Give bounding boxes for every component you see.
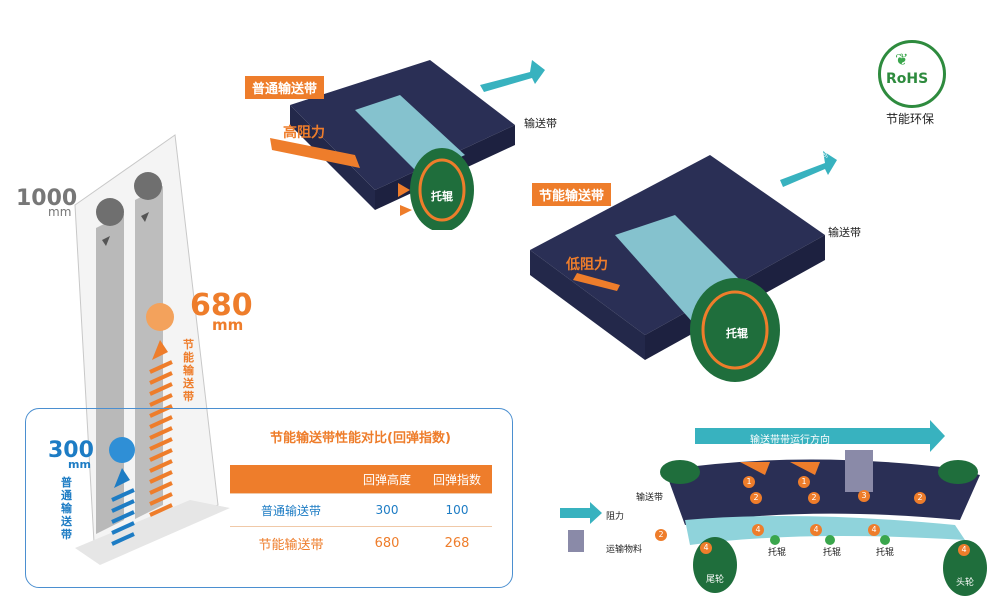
direction-arrow: [780, 151, 837, 187]
energy-belt-label: 输送带: [828, 226, 861, 239]
table-header: [230, 465, 352, 494]
legend-material-icon: [568, 530, 584, 552]
normal-column-label: 普通输送带: [61, 476, 72, 541]
table-cell: 普通输送带: [230, 493, 352, 527]
table-row: 普通输送带 300 100: [230, 493, 492, 527]
energy-roller-label: 托辊: [726, 327, 748, 340]
idler-label: 托辊: [876, 548, 895, 558]
marker: 2: [750, 492, 762, 504]
ball-drop-2: [134, 172, 162, 200]
marker: 4: [810, 524, 822, 536]
idler-label: 托辊: [768, 548, 787, 558]
system-direction-arrow: [695, 420, 945, 452]
rohs-label: 节能环保: [886, 112, 935, 126]
marker: 4: [700, 542, 712, 554]
table-cell: 680: [352, 526, 422, 559]
legend-resistance-label: 阻力: [606, 512, 625, 522]
ball-drop-1: [96, 198, 124, 226]
energy-height-unit: mm: [212, 316, 244, 334]
marker: 2: [655, 529, 667, 541]
resistance-arrow: [573, 273, 620, 291]
marker: 4: [752, 524, 764, 536]
table-cell: 节能输送带: [230, 526, 352, 559]
table-cell: 268: [422, 526, 492, 559]
leaf-icon: ❦: [895, 50, 909, 69]
system-direction-label: 输送带带运行方向: [750, 435, 830, 446]
energy-belt-graphic: [530, 151, 837, 382]
comparison-box: [25, 408, 513, 588]
system-belt-label: 输送带: [636, 493, 664, 503]
marker: 2: [808, 492, 820, 504]
legend-material-label: 运输物料: [606, 545, 643, 555]
table-row: 节能输送带 680 268: [230, 526, 492, 559]
legend-arrow: [560, 502, 602, 524]
low-resistance-label: 低阻力: [566, 257, 608, 273]
normal-belt-graphic: [270, 60, 545, 230]
high-resistance-label: 高阻力: [283, 125, 325, 141]
max-height-unit: mm: [48, 205, 72, 219]
marker: 1: [798, 476, 810, 488]
energy-ball: [146, 303, 174, 331]
resistance-arrow: [270, 138, 360, 168]
comparison-table: 回弹高度 回弹指数 普通输送带 300 100 节能输送带 680 268: [230, 465, 492, 559]
head-pulley-label: 头轮: [956, 578, 975, 588]
normal-height-value: 300: [48, 438, 94, 463]
comparison-title: 节能输送带性能对比(回弹指数): [270, 431, 451, 446]
energy-column-label: 节能输送带: [183, 338, 194, 403]
marker: 3: [858, 490, 870, 502]
marker: 2: [914, 492, 926, 504]
table-cell: 100: [422, 493, 492, 527]
max-height-value: 1000: [16, 186, 78, 211]
normal-height-unit: mm: [68, 458, 91, 471]
material-block: [845, 450, 873, 492]
marker: 4: [958, 544, 970, 556]
head-pulley: [943, 540, 987, 596]
table-cell: 300: [352, 493, 422, 527]
energy-height-value: 680: [190, 288, 253, 323]
rohs-logo: ❦ RoHS: [878, 40, 946, 108]
marker: 4: [868, 524, 880, 536]
normal-roller-label: 托辊: [431, 190, 453, 203]
marker: 1: [743, 476, 755, 488]
table-header-row: 回弹高度 回弹指数: [230, 465, 492, 494]
table-header: 回弹高度: [352, 465, 422, 494]
idler-label: 托辊: [823, 548, 842, 558]
table-header: 回弹指数: [422, 465, 492, 494]
tail-pulley-label: 尾轮: [706, 575, 725, 585]
normal-ball: [109, 437, 135, 463]
normal-belt-tag: 普通输送带: [245, 76, 325, 99]
normal-belt-label: 输送带: [524, 117, 557, 130]
rohs-logo-text: RoHS: [886, 71, 929, 87]
direction-arrow: [480, 60, 545, 92]
rebound-graphic: [74, 134, 230, 565]
system-graphic: [560, 420, 987, 596]
energy-belt-tag: 节能输送带: [532, 183, 612, 206]
